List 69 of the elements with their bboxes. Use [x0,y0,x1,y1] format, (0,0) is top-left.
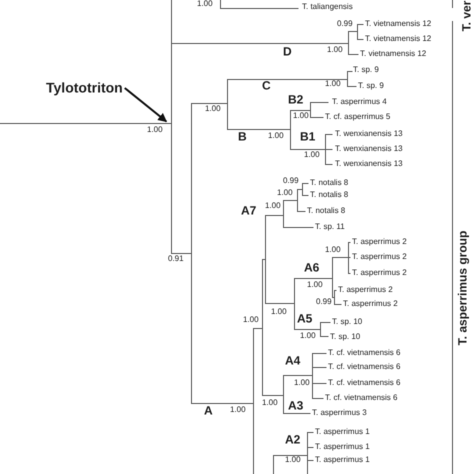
support-value: 1.00 [327,46,343,54]
taxon-label: T. sp. 10 [330,333,360,341]
clade-label: C [262,80,271,92]
support-value: 1.00 [147,126,163,134]
clade-label: B2 [288,94,304,106]
clade-label: A2 [285,434,300,446]
taxon-label: T. sp. 10 [332,318,362,326]
taxon-label: T. notalis 8 [310,191,348,199]
taxon-label: T. asperrimus 2 [352,253,407,261]
clade-label: B1 [300,132,316,142]
group-label: T. ver [460,0,474,32]
taxon-label: T. asperrimus 4 [332,98,387,106]
support-value: 1.00 [304,151,320,159]
support-value: 1.00 [293,112,309,120]
taxon-label: T. cf. vietnamensis 6 [328,363,400,371]
taxon-label: T. vietnamensis 12 [365,35,432,43]
taxon-label: T. sp. 9 [353,66,379,74]
taxon-label: T. wenxianensis 13 [335,160,403,168]
support-value: 1.00 [205,105,221,113]
taxon-label: T. notalis 8 [310,179,348,187]
taxon-label: T. asperrimus 2 [352,269,407,277]
support-value: 0.99 [337,20,353,28]
group-label: T. asperrimus group [456,230,470,346]
support-value: 1.00 [294,379,310,387]
clade-label: A5 [297,314,312,324]
taxon-label: T. wenxianensis 13 [335,130,403,138]
taxon-label: T. asperrimus 2 [352,238,407,246]
taxon-label: T. vietnamensis 12 [360,50,426,58]
taxon-label: T. notalis 8 [307,207,346,215]
clade-label: D [283,46,292,58]
taxon-label: T. asperrimus 1 [315,443,370,451]
clade-label: A4 [285,356,300,366]
clade-label: A3 [288,400,304,412]
support-value: 1.00 [307,281,323,289]
clade-label: A6 [304,262,320,274]
support-value: 1.00 [271,308,287,316]
support-value: 1.00 [325,246,341,254]
genus-label: Tylototriton [46,80,123,96]
taxon-label: T. cf. asperrimus 5 [325,113,390,121]
support-value: 1.00 [243,316,259,324]
support-value: 1.00 [268,132,284,140]
support-value: 0.99 [283,177,299,185]
support-value: 1.00 [277,189,293,197]
taxon-label: T. cf. vietnamensis 6 [328,349,400,357]
support-value: 1.00 [265,202,281,210]
taxon-label: T. asperrimus 2 [338,286,393,294]
clade-label: A7 [241,206,256,216]
taxon-label: T. asperrimus 1 [315,428,370,436]
taxon-label: T. asperrimus 3 [312,409,367,417]
taxon-label: T. cf. vietnamensis 6 [328,379,400,387]
support-value: 1.00 [262,399,278,407]
support-value: 1.00 [285,456,301,464]
clade-label: A [204,406,213,416]
clade-label: B [238,132,247,142]
taxon-label: T. sp. 11 [315,223,345,231]
support-value: 1.00 [230,406,246,414]
taxon-label: T. asperrimus 2 [343,300,398,308]
taxon-label: T. vietnamensis 12 [365,20,432,28]
support-value: 1.00 [300,332,316,340]
taxon-label: T. wenxianensis 13 [335,145,403,153]
taxon-label: T. asperrimus 1 [315,456,370,464]
support-value: 0.99 [316,298,332,306]
support-value: 0.91 [168,255,184,263]
support-value: 1.00 [325,80,341,88]
taxon-label: T. sp. 9 [358,82,384,90]
taxon-label: T. cf. vietnamensis 6 [325,394,398,402]
support-value: 1.00 [197,0,213,8]
arrow [124,87,168,122]
taxon-label: T. taliangensis [302,3,353,11]
